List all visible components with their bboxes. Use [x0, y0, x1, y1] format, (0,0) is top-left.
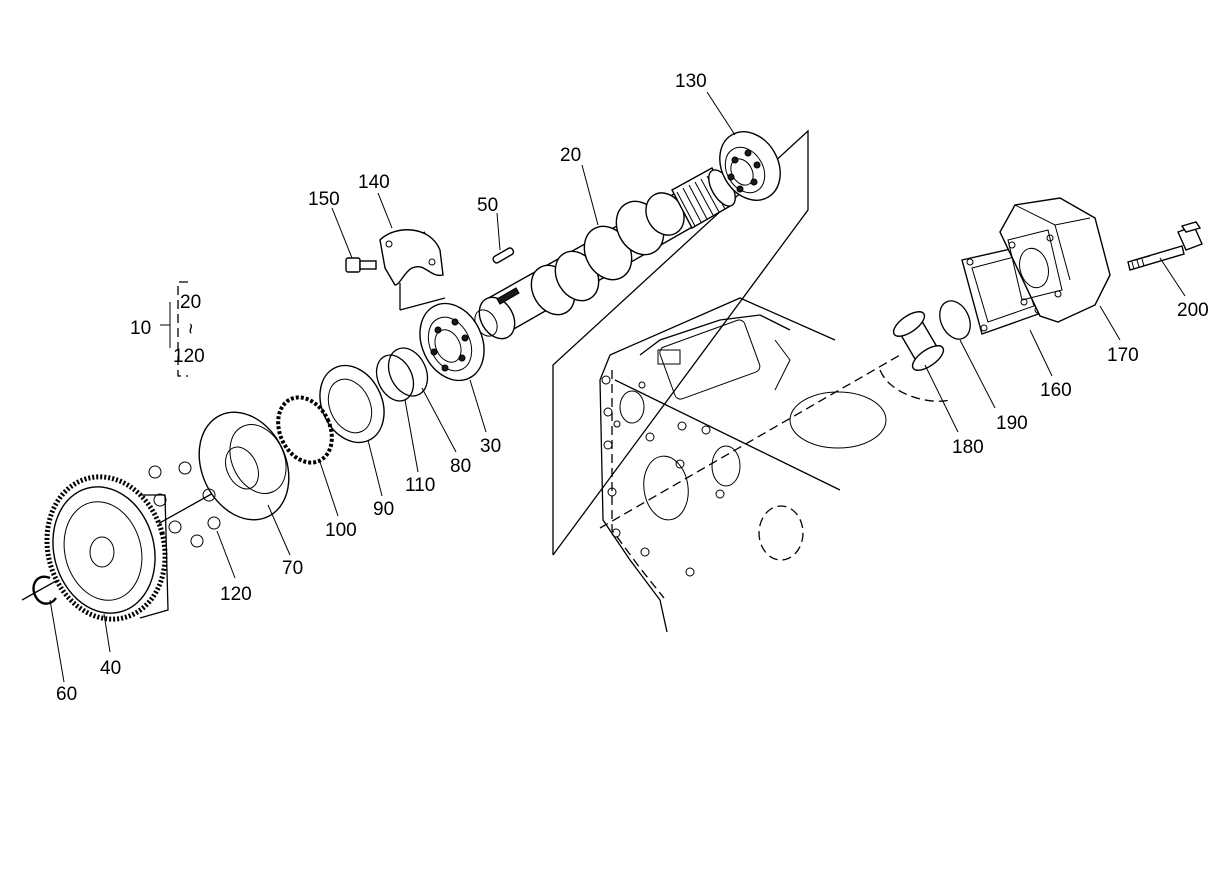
- needle-bearing-100: [276, 395, 334, 465]
- label-90: 90: [373, 499, 394, 520]
- label-110: 110: [405, 475, 435, 496]
- label-30: 30: [480, 436, 501, 457]
- label-180: 180: [952, 437, 984, 458]
- label-10: 10: [130, 318, 151, 339]
- label-70: 70: [282, 558, 303, 579]
- balls-120: [148, 461, 221, 548]
- label-150: 150: [308, 189, 340, 210]
- label-120: 120: [220, 584, 252, 605]
- leader-lines: [49, 91, 1186, 683]
- retainer-plate-140: [379, 229, 444, 286]
- label-10-range-from: 20: [180, 292, 201, 313]
- label-60: 60: [56, 684, 77, 705]
- label-100: 100: [325, 520, 357, 541]
- label-190: 190: [996, 413, 1028, 434]
- bearing-130: [719, 131, 781, 201]
- bolt-200: [1127, 221, 1203, 271]
- label-80: 80: [450, 456, 471, 477]
- label-200: 200: [1177, 300, 1209, 321]
- label-160: 160: [1040, 380, 1072, 401]
- key-50: [492, 247, 515, 264]
- label-50: 50: [477, 195, 498, 216]
- label-170: 170: [1107, 345, 1139, 366]
- part-number-labels: 130 20 50 140 150 20 10 ~ 120 30 80 110 …: [56, 71, 1209, 705]
- camshaft-20: [474, 167, 736, 340]
- bolt-150: [345, 257, 377, 273]
- circlip-60: [32, 575, 57, 605]
- snap-ring-80: [387, 347, 429, 397]
- label-10-range-to: 120: [173, 346, 205, 367]
- label-20: 20: [560, 145, 581, 166]
- thrust-plate-70: [198, 411, 290, 521]
- gear-case-housing: [552, 129, 951, 633]
- bearing-30: [419, 302, 485, 382]
- label-140: 140: [358, 172, 390, 193]
- pump-housing-170: [999, 197, 1111, 323]
- o-ring-190: [939, 300, 971, 340]
- label-10-range-tilde: ~: [179, 323, 200, 334]
- washer-90: [319, 364, 385, 444]
- label-40: 40: [100, 658, 121, 679]
- gear-40: [44, 474, 169, 622]
- snap-ring-110: [375, 354, 415, 402]
- bushing-180: [892, 311, 945, 371]
- label-130: 130: [675, 71, 707, 92]
